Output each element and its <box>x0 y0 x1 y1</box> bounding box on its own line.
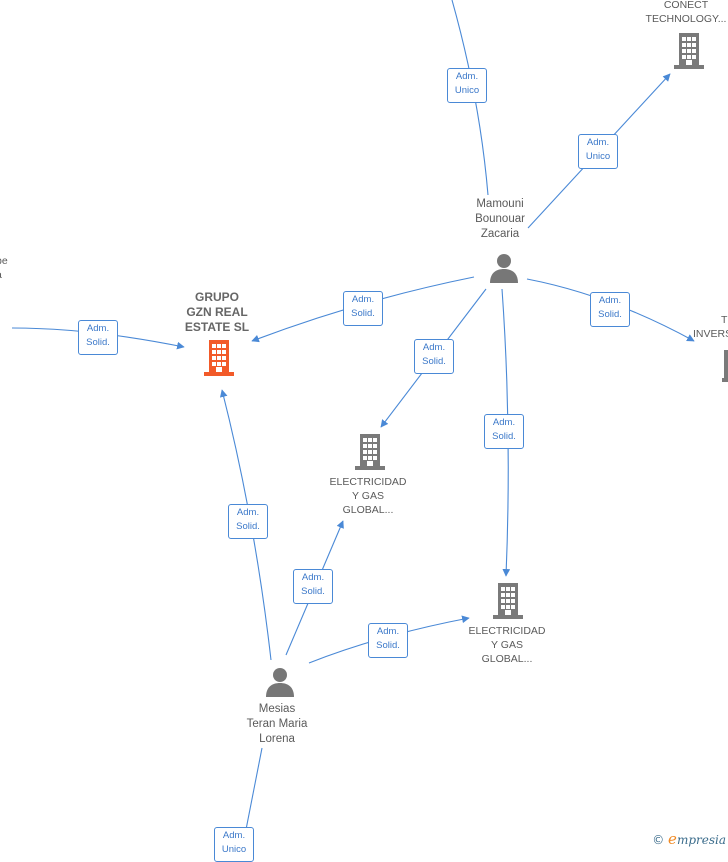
person-icon-mesias <box>266 668 294 697</box>
node-label-line: ESTATE SL <box>184 320 250 334</box>
edge-badge-mesias-grupo[interactable]: Adm. Solid. <box>228 504 268 539</box>
edge-badge-line: Adm. <box>351 294 375 305</box>
edge-badge-line: Solid. <box>492 431 516 442</box>
person-icon-mamouni <box>490 254 518 283</box>
edge-badge-mesias-bottom[interactable]: Adm. Unico <box>214 827 254 862</box>
node-label-line: CONECT <box>663 0 709 11</box>
edge-badge-line: Unico <box>585 151 611 162</box>
node-label-line: GZN REAL <box>186 305 248 319</box>
edge-badge-line: Adm. <box>301 572 325 583</box>
edge-badge-line: Solid. <box>86 337 110 348</box>
edge-badge-line: Unico <box>454 85 480 96</box>
building-icon-electricidad-2 <box>493 583 523 619</box>
building-icon-right-partial <box>722 350 728 382</box>
node-label-line: Mamouni <box>476 198 524 210</box>
node-label-line: INVERS <box>693 328 728 340</box>
edge-badge-line: Adm. <box>376 626 400 637</box>
edge-badge-mamouni-conect[interactable]: Adm. Unico <box>578 134 618 169</box>
node-label-mamouni[interactable]: Mamouni Bounouar Zacaria <box>450 197 550 242</box>
edge-badge-line: Adm. <box>236 507 260 518</box>
node-label-line: TECHNOLOGY... <box>645 13 727 25</box>
node-label-line: Bounouar <box>475 213 525 225</box>
building-icon-grupo-gzn <box>204 340 234 376</box>
node-label-line: GLOBAL... <box>342 504 394 516</box>
empresia-watermark: © empresia <box>652 830 726 848</box>
edge-badge-mesias-elec1[interactable]: Adm. Solid. <box>293 569 333 604</box>
edge-badge-line: Adm. <box>492 417 516 428</box>
brand-logo-text: mpresia <box>676 833 726 847</box>
edge-badge-mamouni-elec2[interactable]: Adm. Solid. <box>484 414 524 449</box>
node-label-line: Y GAS <box>352 490 384 502</box>
edge-badge-mesias-elec2[interactable]: Adm. Solid. <box>368 623 408 658</box>
edge-badge-line: Adm. <box>422 342 446 353</box>
node-label-line: GRUPO <box>194 290 239 304</box>
node-label-line: a <box>0 268 18 282</box>
edge-badge-line: Solid. <box>422 356 446 367</box>
node-label-line: GLOBAL... <box>481 653 533 665</box>
node-label-line: Y GAS <box>491 639 523 651</box>
edge-badge-line: Solid. <box>301 586 325 597</box>
edge-badge-mamouni-right[interactable]: Adm. Solid. <box>590 292 630 327</box>
brand-logo-letter: e <box>668 830 677 848</box>
edge-badge-line: Adm. <box>598 295 622 306</box>
copyright-symbol: © <box>652 833 665 847</box>
node-label-line: ELECTRICIDAD <box>329 476 407 488</box>
edge-badge-line: Adm. <box>455 71 479 82</box>
building-icon-electricidad-1 <box>355 434 385 470</box>
node-label-electricidad-2[interactable]: ELECTRICIDAD Y GAS GLOBAL... <box>457 624 557 666</box>
edge-badge-line: Solid. <box>598 309 622 320</box>
node-label-electricidad-1[interactable]: ELECTRICIDAD Y GAS GLOBAL... <box>318 475 418 517</box>
node-label-conect[interactable]: CONECT TECHNOLOGY... <box>636 0 728 26</box>
edge-badge-line: Adm. <box>586 137 610 148</box>
edge-badge-line: Adm. <box>222 830 246 841</box>
node-label-right-partial[interactable]: T INVERS <box>693 313 728 341</box>
edge-badge-top-mamouni[interactable]: Adm. Unico <box>447 68 487 103</box>
edge-badge-mamouni-grupo[interactable]: Adm. Solid. <box>343 291 383 326</box>
node-label-mesias[interactable]: Mesias Teran Maria Lorena <box>227 702 327 747</box>
edge-badge-line: Unico <box>221 844 247 855</box>
node-label-line: pe <box>0 255 8 267</box>
edge-badge-mamouni-elec1[interactable]: Adm. Solid. <box>414 339 454 374</box>
node-label-line: ELECTRICIDAD <box>468 625 546 637</box>
edge-badge-line: Solid. <box>351 308 375 319</box>
node-label-line: Mesias <box>258 703 296 715</box>
node-label-line: T <box>721 314 728 326</box>
edge-badge-line: Adm. <box>86 323 110 334</box>
edge-badge-line: Solid. <box>236 521 260 532</box>
node-label-line: Zacaria <box>480 228 520 240</box>
edge-badge-line: Solid. <box>376 640 400 651</box>
node-label-line: Teran Maria <box>246 718 308 730</box>
node-label-left-partial[interactable]: pe a <box>0 254 18 282</box>
building-icon-conect <box>674 33 704 69</box>
node-label-line: Lorena <box>259 733 295 745</box>
edge-badge-left-grupo[interactable]: Adm. Solid. <box>78 320 118 355</box>
node-label-grupo-gzn[interactable]: GRUPO GZN REAL ESTATE SL <box>167 290 267 335</box>
